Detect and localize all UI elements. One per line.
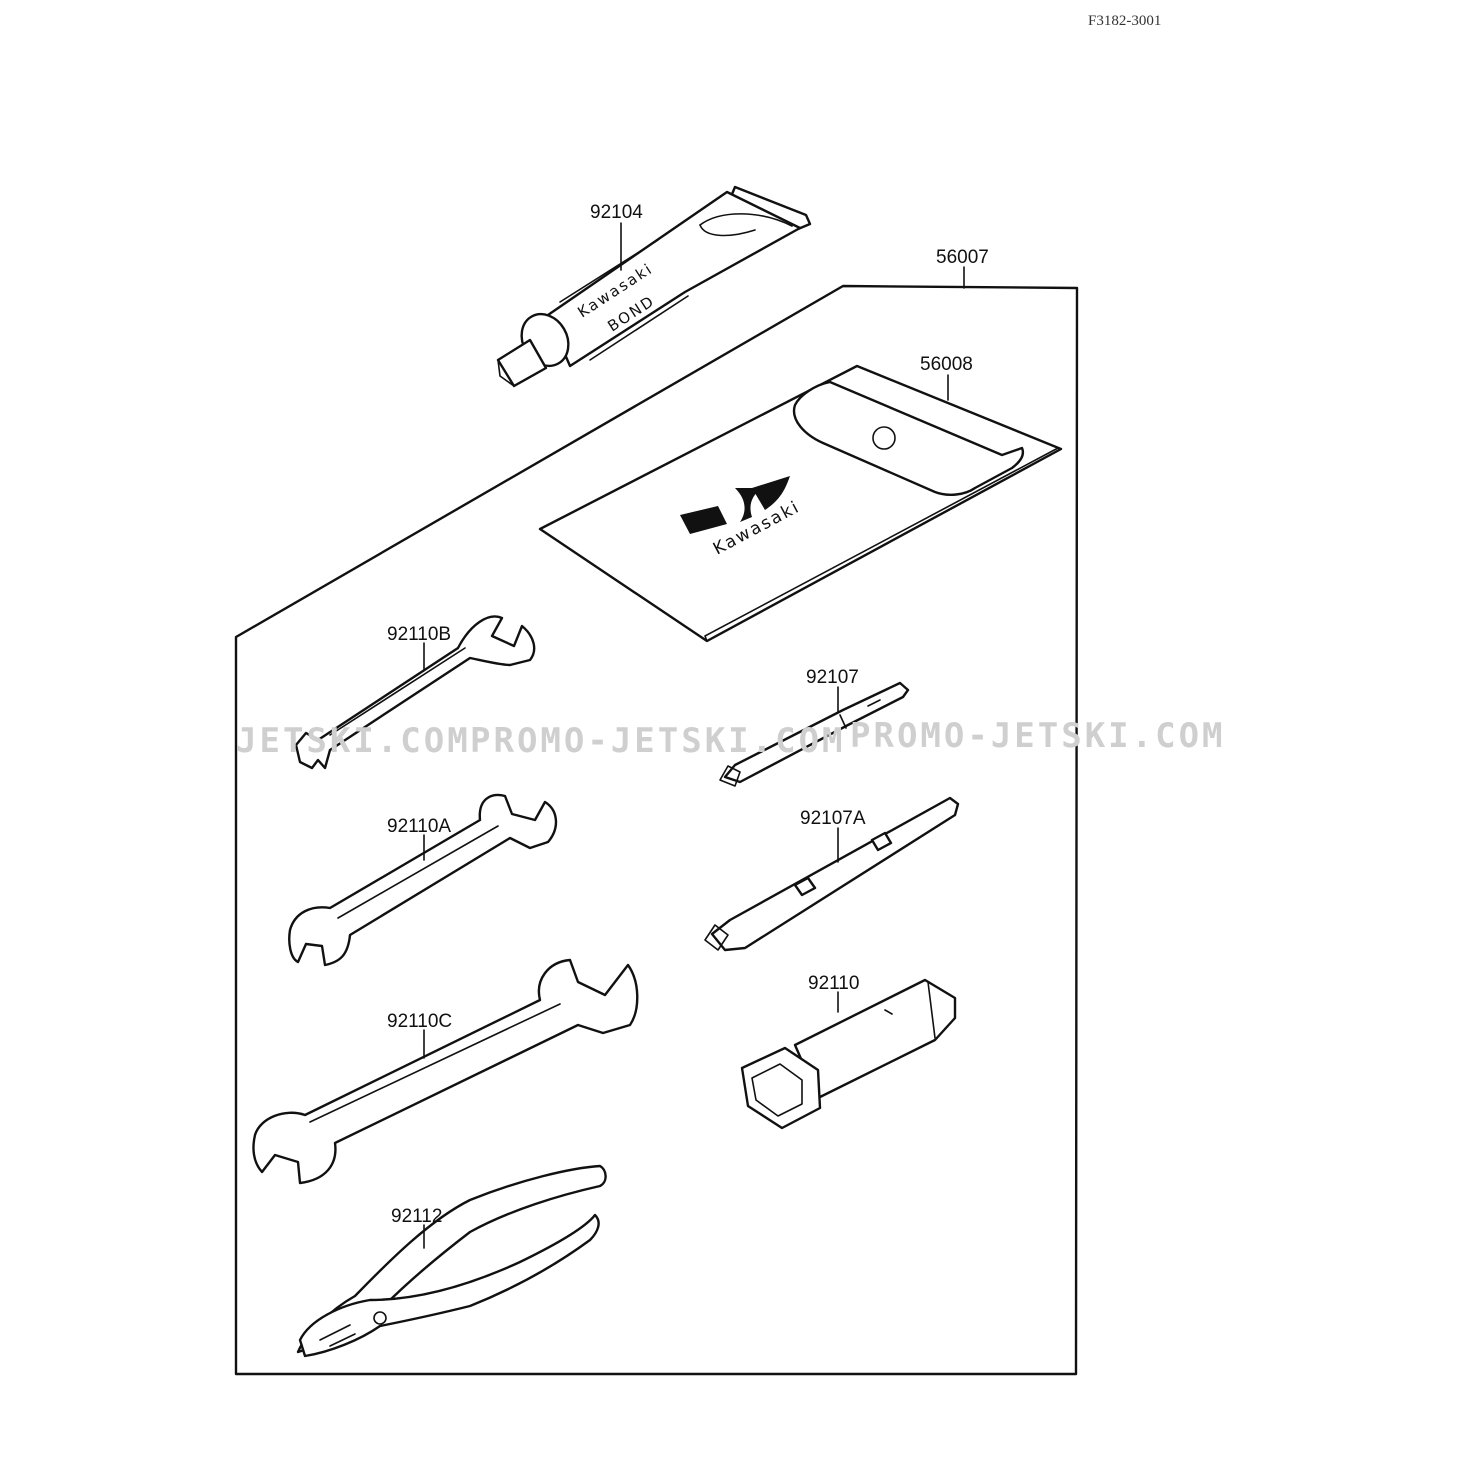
pliers-92112 — [296, 1164, 607, 1358]
watermark-middle: PROMO-JETSKI.COM — [470, 721, 846, 761]
wrench-92110b — [294, 615, 536, 770]
toolkit-boundary — [234, 284, 1079, 1376]
kawasaki-logo-square — [680, 506, 727, 534]
label-92110: 92110 — [808, 973, 859, 994]
label-92104: 92104 — [590, 202, 643, 223]
kawasaki-logo-wing-left — [735, 488, 762, 522]
tool-pouch: Kawasaki — [538, 364, 1063, 643]
wrench-92110a — [288, 793, 558, 967]
screwdriver-92107a — [704, 796, 960, 952]
label-56007: 56007 — [936, 247, 989, 268]
label-92110c: 92110C — [387, 1011, 452, 1032]
label-56008: 56008 — [920, 354, 973, 375]
leader-lines — [423, 222, 965, 1249]
bond-tube: Kawasaki BOND — [496, 185, 812, 388]
watermark-left: JETSKI.COM — [236, 721, 471, 761]
screwdriver-92107 — [719, 681, 910, 787]
label-92107: 92107 — [806, 667, 859, 688]
kawasaki-logo-wing-right — [752, 476, 790, 510]
label-92110b: 92110B — [387, 624, 451, 645]
label-92107a: 92107A — [800, 808, 866, 829]
box-spanner-92110 — [740, 978, 957, 1130]
diagram-code: F3182-3001 — [1088, 13, 1161, 29]
watermark-right: PROMO-JETSKI.COM — [850, 716, 1226, 756]
label-92110a: 92110A — [387, 816, 451, 837]
wrench-92110c — [252, 958, 639, 1185]
label-92112: 92112 — [391, 1206, 442, 1227]
